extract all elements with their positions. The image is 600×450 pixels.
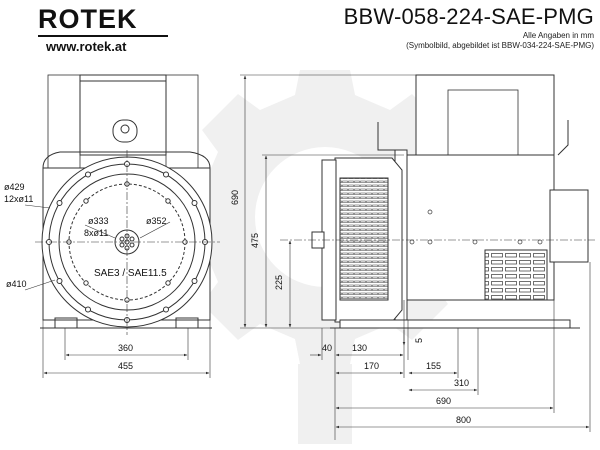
dim-155: 155: [426, 361, 441, 371]
side-horizontal-dimension-lines: [310, 262, 591, 440]
dim-dia-352: ø352: [146, 216, 167, 226]
dim-5: 5: [414, 338, 424, 343]
dim-360: 360: [118, 343, 133, 353]
rotek-logo: ROTEK: [38, 4, 138, 34]
dim-455: 455: [118, 361, 133, 371]
dim-225-height: 225: [274, 275, 284, 290]
website-url[interactable]: www.rotek.at: [46, 39, 127, 54]
bolt-holes-outer: [46, 161, 208, 323]
dim-dia-429: ø429: [4, 182, 25, 192]
symbol-note: (Symbolbild, abgebildet ist BBW-034-224-…: [406, 41, 594, 50]
dim-475-height: 475: [250, 233, 260, 248]
side-view: [280, 74, 595, 329]
dim-bolts-outer: 12xø11: [4, 194, 33, 204]
unit-note: Alle Angaben in mm: [522, 31, 594, 40]
dim-310: 310: [454, 378, 469, 388]
dim-690-height: 690: [230, 190, 240, 205]
dim-690-length: 690: [436, 396, 451, 406]
dim-800-length: 800: [456, 415, 471, 425]
dim-170: 170: [364, 361, 379, 371]
dim-dia-410: ø410: [6, 279, 27, 289]
dim-40: 40: [322, 343, 332, 353]
front-view: [24, 74, 220, 335]
sae-label: SAE3 / SAE11.5: [94, 268, 167, 279]
bolt-holes-inner: [66, 181, 188, 303]
side-vertical-dimension-lines: [240, 74, 416, 329]
dim-130: 130: [352, 343, 367, 353]
model-title: BBW-058-224-SAE-PMG: [343, 4, 594, 29]
dim-dia-333: ø333: [88, 216, 109, 226]
front-dimension-lines: [42, 320, 211, 378]
logo-underline: [38, 35, 168, 37]
dim-bolts-inner: 8xø11: [84, 228, 108, 238]
